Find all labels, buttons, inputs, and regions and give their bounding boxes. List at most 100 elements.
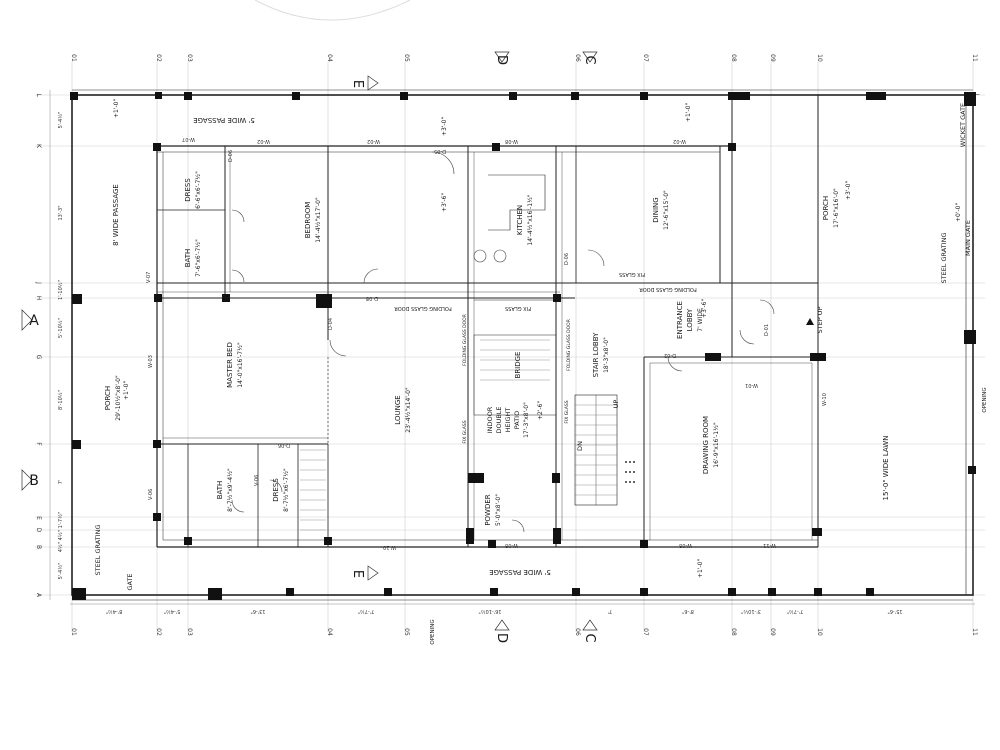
dim-text: 13'-6": [250, 608, 265, 614]
col-label: 11: [971, 54, 978, 62]
opening-label: OPENING: [982, 387, 988, 412]
room-name: DOUBLE: [495, 406, 503, 433]
grating-label: STEEL GRATING: [94, 524, 102, 575]
dim-text: 7'-7½": [358, 608, 375, 615]
tag: W-01: [745, 382, 758, 388]
dim-text: 3'-10½": [741, 608, 761, 615]
level-text: +1'-0": [685, 103, 692, 122]
lawn-label: 15'-0" WIDE LAWN: [882, 436, 890, 501]
room-name: BEDROOM: [304, 202, 312, 239]
col-label: 01: [70, 628, 77, 636]
section-label: C: [582, 55, 597, 64]
fix-glass-label: FIX GLASS: [462, 420, 468, 443]
section-label: E: [350, 80, 365, 88]
level-markers: +1'-0" +3'-0" +3'-6" +1'-0" +3'-0" +0'-0…: [113, 99, 962, 578]
step-up-arrow-icon: [806, 318, 814, 325]
opening-label: OPENING: [430, 619, 436, 644]
section-label: C: [582, 633, 597, 642]
dim-text: 13'-3": [58, 205, 64, 220]
room-name: MASTER BED: [226, 342, 234, 388]
door-swings: [231, 151, 775, 533]
faint-arc: [254, 0, 411, 21]
dim-text: 5'-4½": [57, 112, 64, 129]
passage-label: 8' WIDE PASSAGE: [112, 184, 120, 246]
dim-text: 7'-7½": [787, 608, 804, 615]
room-size: 18'-3"x8'-0": [603, 337, 610, 373]
dim-text: 4½" 4½" 1'-7½": [57, 512, 64, 553]
row-label: L: [973, 93, 980, 97]
row-label: L: [35, 93, 42, 97]
row-label: D: [35, 528, 42, 533]
col-label: 08: [730, 54, 737, 62]
room-size: 6'-6"x6'-7½": [195, 171, 202, 209]
opening-tags: V-07 W-07 W-02 W-02 W-08 W-02 D-05 D-06 …: [146, 136, 828, 550]
col-label: 02: [155, 54, 162, 62]
bottom-dimension-chain: 8'-4½" 5'-4½" 13'-6" 7'-7½" 16'-10½" 7' …: [70, 603, 975, 615]
up-label: UP: [612, 400, 620, 409]
col-label: 02: [155, 628, 162, 636]
tag: D-06: [278, 442, 290, 448]
row-label: F: [35, 442, 42, 446]
section-label: D: [494, 55, 509, 65]
dim-text: 7': [58, 480, 64, 485]
room-name: DRAWING ROOM: [702, 416, 710, 474]
dim-text: 8'-4½": [106, 608, 123, 615]
room-name: BATH: [216, 481, 224, 500]
dim-text: 15'-6": [887, 608, 902, 614]
room-size: 14'-4½"x16'-1½": [527, 194, 534, 245]
col-label: 03: [186, 54, 193, 62]
col-label: 06: [574, 54, 581, 62]
level-text: +1'-0": [697, 559, 704, 578]
glass-door-label: FOLDING GLASS DOOR: [394, 305, 452, 311]
row-label: E: [35, 516, 42, 520]
col-label: 01: [70, 54, 77, 62]
dim-text: 1'-10½": [57, 280, 64, 300]
col-label: 08: [730, 628, 737, 636]
tag: W-10: [383, 544, 396, 550]
tag: W-10: [822, 393, 828, 406]
gate-label: GATE: [126, 573, 134, 590]
tag: D-04: [328, 318, 334, 330]
tag: D-08: [366, 295, 378, 301]
col-label: 05: [403, 628, 410, 636]
room-name: KITCHEN: [516, 205, 524, 235]
row-label: B: [35, 545, 42, 549]
col-label: 10: [816, 54, 823, 62]
column-labels-bottom: 01 02 03 04 05 06 07 08 09 10 11: [70, 628, 978, 636]
fix-glass-label: FIX GLASS: [505, 305, 531, 311]
passage-label: 5' WIDE PASSAGE: [489, 568, 551, 576]
bridge-label: BRIDGE: [514, 352, 522, 379]
tag: V-07: [146, 272, 152, 283]
level-text: +3'-6": [441, 193, 448, 212]
col-label: 10: [816, 628, 823, 636]
tag: V-06: [148, 489, 154, 500]
section-label: B: [29, 473, 39, 489]
stair-numbers: [625, 461, 635, 483]
section-label: A: [29, 313, 39, 329]
level-text: +3'-0": [845, 181, 852, 200]
row-label: J: [35, 281, 42, 284]
dim-text: 16'-10½": [478, 608, 501, 615]
section-markers: [21, 51, 598, 631]
fix-glass-label: FIX GLASS: [619, 271, 645, 277]
passage-label: 5' WIDE PASSAGE: [193, 116, 255, 124]
stair-treads: [300, 339, 617, 531]
room-size: 17'-6"x16'-0": [833, 188, 840, 228]
tag: D-01: [764, 324, 770, 336]
room-size: 7'-6"x6'-7½": [195, 239, 202, 277]
room-name: DINING: [652, 197, 660, 222]
column-labels-top: 01 02 03 04 05 06 07 08 09 10 11: [70, 54, 978, 62]
glass-door-label: FOLDING GLASS DOOR: [462, 314, 468, 366]
col-label: 09: [769, 54, 776, 62]
tag: W-08: [505, 138, 518, 144]
row-label: A: [35, 593, 42, 598]
room-size: 16'-9"x16'-1½": [713, 422, 720, 468]
col-label: 11: [971, 628, 978, 636]
row-labels-left: L K J H G F E D B A: [35, 93, 42, 598]
room-size: 8'-7½"x6'-7½": [283, 468, 290, 512]
row-label: H: [35, 296, 42, 301]
col-label: 09: [769, 628, 776, 636]
tag: V-06: [254, 475, 260, 486]
room-size: 23'-4½"x14'-0": [405, 387, 412, 433]
